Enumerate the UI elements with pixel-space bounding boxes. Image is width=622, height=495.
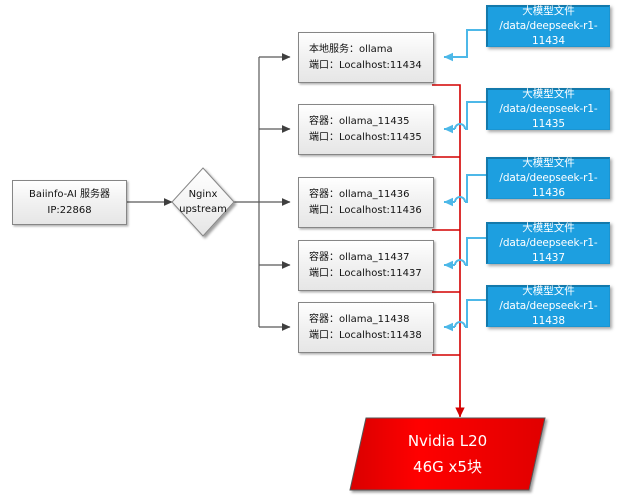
model-file-path-11438: /data/deepseek-r1-11438 [499,300,598,327]
service-port-11434: 端口：Localhost:11434 [309,59,422,71]
model-file-path-11436: /data/deepseek-r1-11436 [499,172,598,199]
service-name-11436: 容器：ollama_11436 [309,188,410,200]
nginx-upstream-node[interactable]: Nginx upstream [172,168,234,236]
model-file-title-11434: 大模型文件 [522,5,575,17]
link-services-to-gpu [432,84,465,418]
link-nginx-to-bus [234,57,260,327]
service-node-11434[interactable]: 本地服务：ollama 端口：Localhost:11434 [298,32,434,83]
model-file-node-11436[interactable]: 大模型文件 /data/deepseek-r1-11436 [486,157,610,199]
model-file-node-11435[interactable]: 大模型文件 /data/deepseek-r1-11435 [486,88,610,130]
model-file-node-11437[interactable]: 大模型文件 /data/deepseek-r1-11437 [486,222,610,264]
model-file-node-11434[interactable]: 大模型文件 /data/deepseek-r1-11434 [486,5,610,47]
model-file-path-11437: /data/deepseek-r1-11437 [499,237,598,264]
model-file-node-11438[interactable]: 大模型文件 /data/deepseek-r1-11438 [486,285,610,327]
link-modelfile-to-service-2 [444,101,486,129]
service-port-11437: 端口：Localhost:11437 [309,267,422,279]
service-port-11435: 端口：Localhost:11435 [309,131,422,143]
server-ip: IP:22868 [47,204,92,216]
link-modelfile-to-service-5 [444,299,486,327]
link-modelfile-to-service-3 [444,174,486,202]
service-port-11438: 端口：Localhost:11438 [309,329,422,341]
service-node-11436[interactable]: 容器：ollama_11436 端口：Localhost:11436 [298,177,434,228]
service-port-11436: 端口：Localhost:11436 [309,204,422,216]
model-file-title-11438: 大模型文件 [522,285,575,297]
service-name-11438: 容器：ollama_11438 [309,313,410,325]
gpu-memory: 46G x5块 [413,458,482,476]
link-modelfile-to-service-1 [443,29,486,62]
server-node[interactable]: Baiinfo-AI 服务器 IP:22868 [12,180,127,225]
model-file-title-11437: 大模型文件 [522,222,575,234]
nvidia-gpu-node[interactable]: Nvidia L20 46G x5块 [350,418,545,490]
nginx-label-line1: Nginx [188,189,218,200]
gpu-model: Nvidia L20 [407,432,488,450]
service-name-11435: 容器：ollama_11435 [309,115,410,127]
link-modelfile-to-service-4 [444,237,486,265]
model-file-title-11436: 大模型文件 [522,157,575,169]
service-name-11434: 本地服务：ollama [309,43,393,55]
service-name-11437: 容器：ollama_11437 [309,251,410,263]
server-name: Baiinfo-AI 服务器 [28,188,111,200]
link-bus-to-services [259,53,291,331]
service-node-11438[interactable]: 容器：ollama_11438 端口：Localhost:11438 [298,302,434,353]
model-file-title-11435: 大模型文件 [522,88,575,100]
service-node-11437[interactable]: 容器：ollama_11437 端口：Localhost:11437 [298,240,434,291]
nginx-label-line2: upstream [179,204,227,215]
model-file-path-11435: /data/deepseek-r1-11435 [499,103,598,130]
service-node-11435[interactable]: 容器：ollama_11435 端口：Localhost:11435 [298,104,434,155]
model-file-path-11434: /data/deepseek-r1-11434 [499,20,598,47]
